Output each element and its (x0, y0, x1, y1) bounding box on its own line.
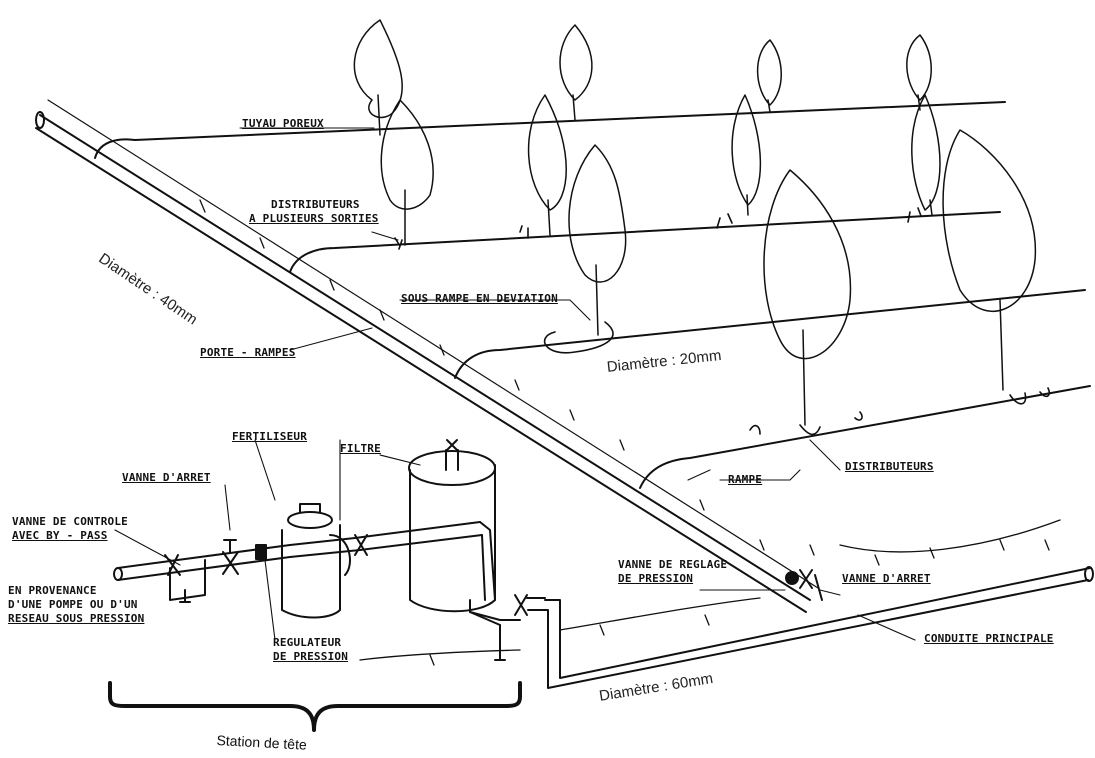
label-vanne-reglage-2: DE PRESSION (618, 572, 693, 585)
label-provenance-2: D'UNE POMPE OU D'UN (8, 598, 138, 611)
filter-tank (409, 440, 520, 625)
bypass-valve (165, 555, 205, 602)
station-bracket (110, 683, 520, 730)
label-conduite-principale: CONDUITE PRINCIPALE (924, 632, 1054, 645)
station-pipe (290, 522, 495, 600)
label-regulateur-2: DE PRESSION (273, 650, 348, 663)
label-distributeurs-multi-1: DISTRIBUTEURS (271, 198, 360, 211)
label-distributeurs: DISTRIBUTEURS (845, 460, 934, 473)
label-porte-rampes: PORTE - RAMPES (200, 346, 296, 359)
label-vanne-controle-1: VANNE DE CONTROLE (12, 515, 128, 528)
label-vanne-controle-2: AVEC BY - PASS (12, 529, 108, 542)
label-filtre: FILTRE (340, 442, 381, 455)
leader-lines (115, 128, 915, 640)
rampe-1 (95, 102, 1005, 158)
rampe-2 (290, 212, 1000, 272)
label-tuyau-poreux: TUYAU POREUX (242, 117, 324, 130)
ground-tufts (200, 200, 1060, 665)
label-sous-rampe: SOUS RAMPE EN DEVIATION (401, 292, 558, 305)
label-vanne-reglage-1: VANNE DE REGLAGE (618, 558, 727, 571)
pressure-regulator (256, 545, 266, 559)
label-vanne-arret-main: VANNE D'ARRET (842, 572, 931, 585)
label-provenance-3: RESEAU SOUS PRESSION (8, 612, 144, 625)
label-vanne-arret-station: VANNE D'ARRET (122, 471, 211, 484)
fertilizer-tank (282, 504, 350, 618)
shutoff-valve-station (223, 540, 238, 574)
label-rampe: RAMPE (728, 473, 762, 486)
label-distributeurs-multi-2: A PLUSIEURS SORTIES (249, 212, 379, 225)
label-fertiliseur: FERTILISEUR (232, 430, 307, 443)
label-regulateur-1: REGULATEUR (273, 636, 341, 649)
label-provenance-1: EN PROVENANCE (8, 584, 97, 597)
